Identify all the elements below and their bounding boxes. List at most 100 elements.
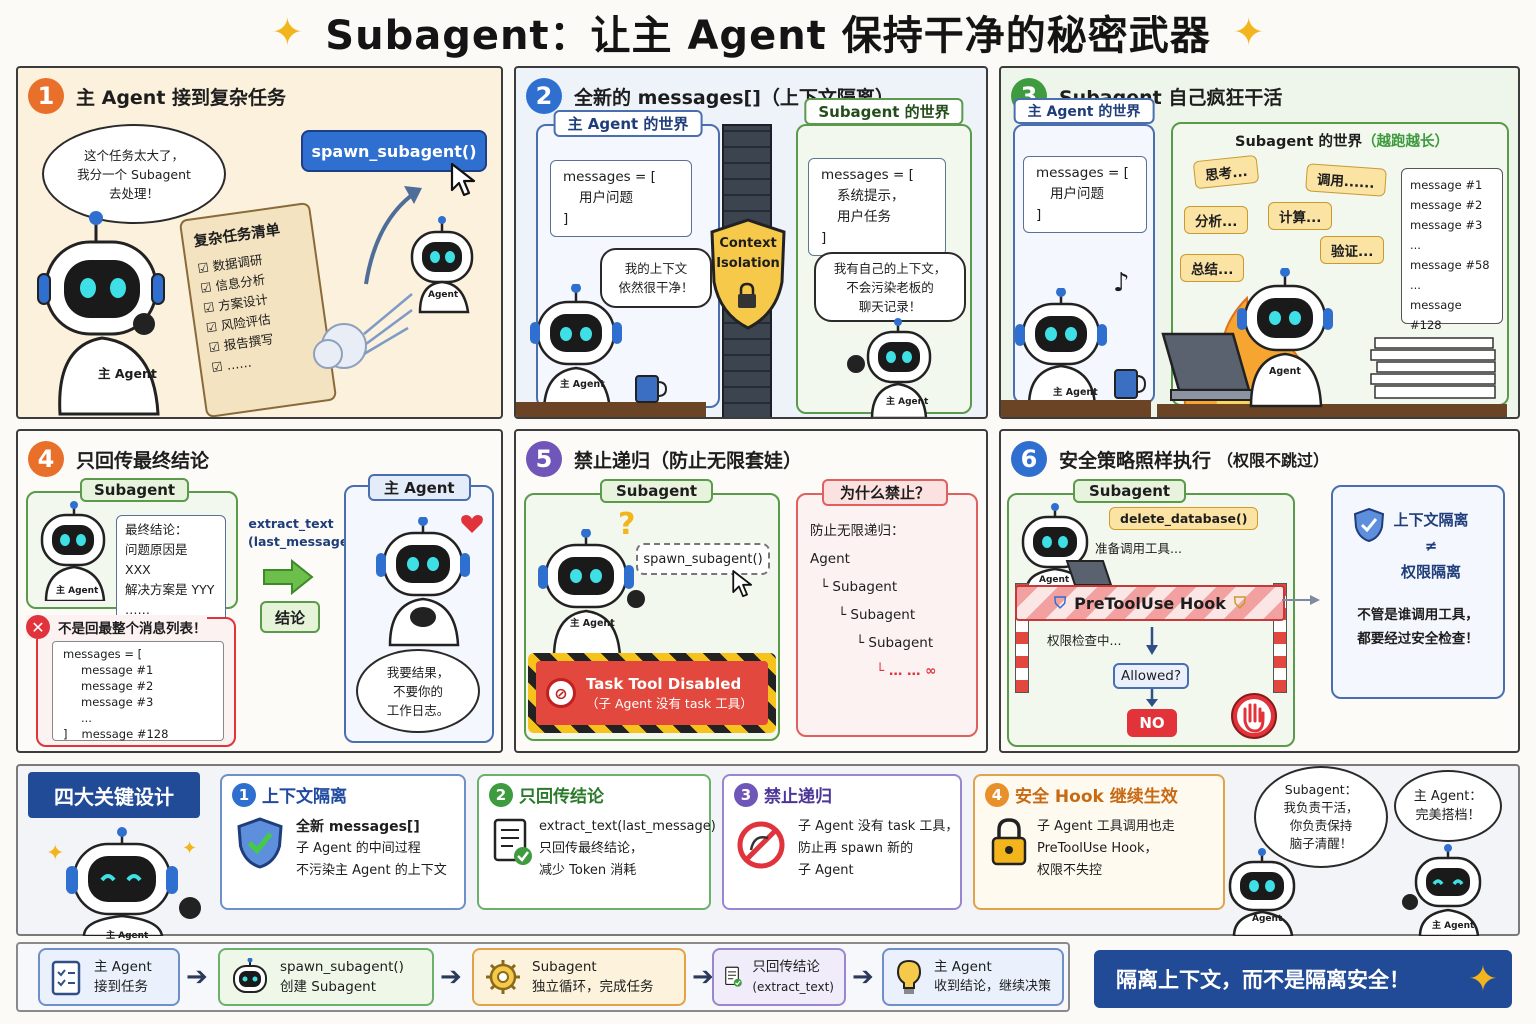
subagent-flying-robot [410,216,474,314]
step-number: 4 [28,441,64,477]
shield-check-icon [237,817,283,869]
svg-text:✦: ✦ [46,841,64,866]
arrow-right-icon: ➔ [440,962,462,992]
main-agent-robot [530,284,622,414]
checklist-icon [51,960,81,996]
arrow-right-icon: ➔ [692,962,714,992]
arrow-right-icon: ➔ [852,962,874,992]
subagent-robot [538,529,645,659]
robot-label: 主 Agent [98,366,157,381]
no-badge: NO [1127,709,1177,737]
main-agent-robot [37,211,165,416]
result-badge: 结论 [260,601,320,633]
panel-title: 4 只回传最终结论 [28,441,209,477]
desk [1157,404,1507,417]
flow-step-spawn: spawn_subagent()创建 Subagent [218,948,434,1006]
shield-check-icon [1353,507,1385,543]
main-agent-robot [1015,288,1107,408]
gear-icon [486,960,520,994]
key-design-banner: 四大关键设计 [28,772,200,818]
desk [516,402,706,417]
no-recursion-icon [737,821,785,869]
status-chip: 计算... [1268,202,1333,230]
arrow-down-icon [1146,689,1158,707]
mug-icon [635,375,668,403]
step-number: 2 [526,78,562,114]
paper-stack-icon [1370,337,1496,399]
speech-bubble: 我要结果，不要你的工作日志。 [356,649,480,733]
laptop-icon [1161,332,1266,401]
panel-title: 6 安全策略照样执行（权限不跳过） [1011,441,1329,477]
page-title: Subagent：让主 Agent 保持干净的秘密武器 [325,13,1211,59]
subagent-robot [40,501,106,601]
shield-icon: ⛉ [1233,593,1246,612]
principle-text: 上下文隔离≠权限隔离 [1393,511,1469,581]
status-chip: 调用...... [1305,163,1387,197]
heart-icon [461,515,483,533]
mug-icon [1114,369,1147,399]
panel-title: 5 禁止递归（防止无限套娃） [526,441,802,477]
sparkle-icon: ✦ [1467,958,1498,1000]
shield-icon: ⛉ [1054,593,1067,612]
sparkle-icon: ✦ [271,10,304,54]
subagent-robot [1228,848,1296,936]
step-number: 5 [526,441,562,477]
shield-icon [710,218,786,330]
status-chip: 验证... [1320,236,1385,264]
step-number: 1 [28,78,64,114]
panel-security-hook: 6 安全策略照样执行（权限不跳过） Subagent delete_databa… [999,429,1520,753]
arrow-right-icon [1282,595,1320,605]
close-icon: ✕ [26,615,50,639]
lightbulb-icon [896,959,922,994]
cursor-icon [732,570,753,598]
main-agent-robot [376,517,470,647]
status-chip: 总结... [1180,254,1245,282]
launch-arrow-icon [364,186,422,285]
disabled-banner: ⊘ Task Tool Disabled（子 Agent 没有 task 工具） [528,653,776,733]
document-check-icon [493,818,532,865]
document-check-icon [725,966,742,987]
main-messages-code: messages = [用户问题] [1023,156,1147,233]
speech-bubble: Subagent：我负责干活，你负责保持脑子清醒！ [1254,766,1388,868]
stop-hand-icon [1231,693,1277,739]
arrow-down-icon [1146,627,1158,655]
dust-cloud-icon [313,293,413,369]
status-chip: 分析... [1184,206,1249,234]
warning-label: ✕ 不是回最整个消息列表！ [26,615,207,639]
panel-no-recursion: 5 禁止递归（防止无限套娃） Subagent ? spawn_subagent… [514,429,988,753]
speech-bubble: 我的上下文依然很干净！ [600,248,712,308]
cursor-icon [450,162,476,197]
music-note-icon: ♪ [1113,268,1130,298]
speech-bubble: 我有自己的上下文，不会污染老板的聊天记录！ [814,252,966,322]
extract-label: extract_text(last_message) [248,516,355,549]
subagent-robot [1237,268,1333,408]
robot-icon [233,958,267,993]
main-agent-world: 主 Agent 的世界 messages = [用户问题] [1013,98,1155,404]
question-mark-icon: ? [618,507,636,542]
allowed-check: Allowed? [1113,663,1189,689]
panel-subagent-working: 3 Subagent 自己疯狂干活 主 Agent 的世界 messages =… [999,66,1520,419]
desk [1001,400,1151,417]
speech-bubble: 主 Agent：完美搭档！ [1394,770,1502,842]
tagline-text: 隔离上下文，而不是隔离安全！ [1116,968,1410,992]
spawn-call-disabled: spawn_subagent() [636,543,770,575]
tagline-banner: 隔离上下文，而不是隔离安全！ ✦ [1094,950,1512,1008]
spawn-subagent-button[interactable]: spawn_subagent() [301,130,487,172]
recursion-tree: 防止无限递归： Agent └ Subagent └ Subagent └ Su… [810,523,937,679]
sub-messages-code: messages = [系统提示，用户任务] [808,158,946,256]
arrow-right-icon [263,559,314,595]
subagent-robot [847,318,932,417]
no-symbol-icon: ⊘ [546,678,576,708]
